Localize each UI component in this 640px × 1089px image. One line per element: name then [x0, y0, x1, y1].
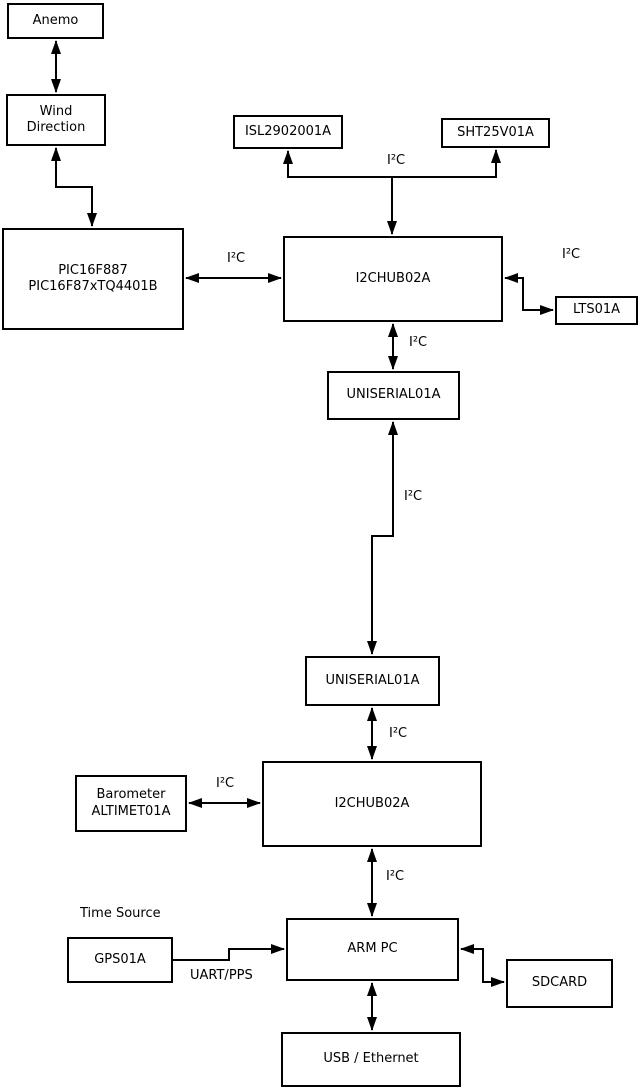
node-wind-direction: Wind Direction	[6, 94, 106, 146]
edge-wind-pic	[51, 147, 97, 227]
node-usb-ethernet: USB / Ethernet	[281, 1032, 461, 1087]
edge-label-uart-pps: UART/PPS	[190, 968, 253, 983]
edge-label-i2c-hub2-armpc: I²C	[386, 869, 405, 884]
node-anemo: Anemo	[7, 3, 104, 39]
node-gps01a: GPS01A	[67, 937, 173, 983]
node-uniserial-top: UNISERIAL01A	[327, 371, 460, 420]
edge-label-i2c-barometer-hub2: I²C	[216, 776, 235, 791]
node-barometer-altimeter: Barometer ALTIMET01A	[75, 775, 187, 832]
node-i2c-hub-bottom: I2CHUB02A	[262, 761, 482, 847]
node-sht25v01a: SHT25V01A	[441, 118, 550, 148]
label-time-source: Time Source	[80, 906, 161, 921]
node-i2c-hub-top: I2CHUB02A	[283, 236, 503, 322]
edge-label-i2c-hub1-lts: I²C	[562, 247, 581, 262]
node-lts01a: LTS01A	[555, 296, 638, 325]
edge-label-i2c-pic-hub1: I²C	[227, 251, 246, 266]
edge-hub1-lts	[504, 273, 554, 315]
node-pic-microcontroller: PIC16F887 PIC16F87xTQ4401B	[2, 228, 184, 330]
edge-label-i2c-uniserial2-hub2: I²C	[389, 726, 408, 741]
edge-label-i2c-uniserial-link: I²C	[404, 489, 423, 504]
edge-gps-armpc	[173, 944, 285, 961]
node-arm-pc: ARM PC	[286, 918, 459, 981]
edge-armpc-sdcard	[460, 944, 505, 987]
node-sdcard: SDCARD	[506, 959, 613, 1008]
node-uniserial-bottom: UNISERIAL01A	[305, 656, 440, 706]
edge-uniserial1-uniserial2	[367, 421, 398, 655]
edge-label-i2c-sensor-bus: I²C	[387, 153, 406, 168]
node-isl2902001a: ISL2902001A	[233, 115, 343, 149]
edge-label-i2c-hub1-uniserial1: I²C	[409, 335, 428, 350]
